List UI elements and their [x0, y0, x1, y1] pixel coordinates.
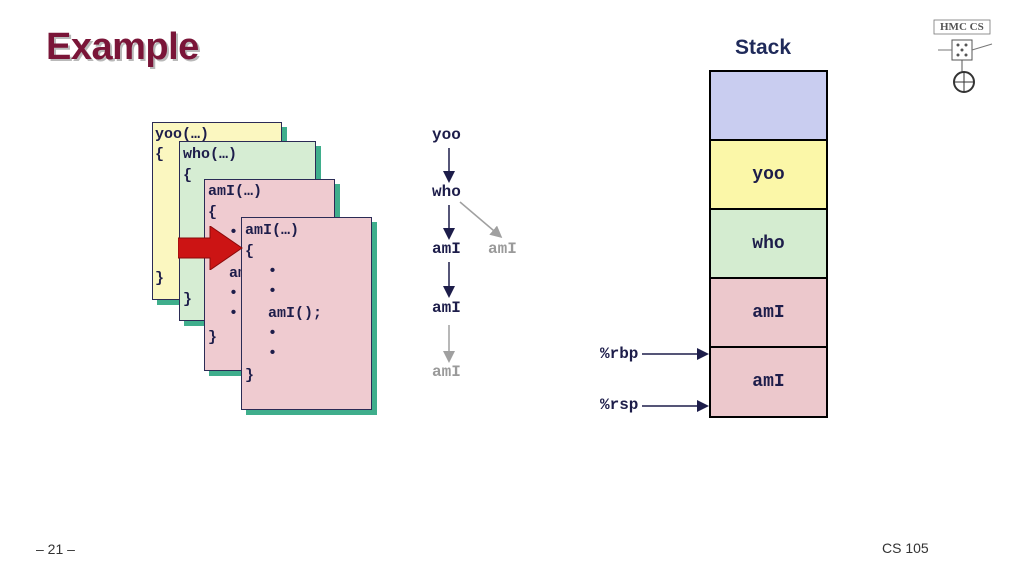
code-line: } — [155, 270, 165, 287]
stack-frame-label: yoo — [752, 164, 785, 185]
code-line: • — [229, 285, 239, 302]
code-line: amI(…) — [208, 183, 263, 200]
call-chain-arrows — [420, 140, 530, 370]
stack-frame-yoo: yoo — [709, 139, 828, 210]
code-line: • — [268, 325, 278, 342]
stack-label: Stack — [735, 36, 792, 59]
code-line: • — [229, 305, 239, 322]
stack-frame-ami-1: amI — [709, 277, 828, 348]
page-number: – 21 – — [36, 541, 75, 557]
code-line: { — [245, 243, 255, 260]
register-rsp-label: %rsp — [600, 396, 639, 414]
code-line: } — [208, 329, 218, 346]
stack-frame-who: who — [709, 208, 828, 279]
code-line: { — [155, 146, 165, 163]
course-label: CS 105 — [882, 540, 929, 556]
code-line: } — [183, 291, 193, 308]
chain-node-ami-future: amI — [432, 363, 461, 381]
code-line: • — [229, 224, 239, 241]
register-arrows — [640, 340, 712, 420]
code-line: • — [268, 345, 278, 362]
chain-node-who: who — [432, 183, 461, 201]
code-line: { — [183, 167, 193, 184]
code-line: who(…) — [183, 146, 238, 163]
code-line: { — [208, 204, 218, 221]
chain-node-yoo: yoo — [432, 126, 461, 144]
code-line: • — [268, 283, 278, 300]
chain-node-ami-1: amI — [432, 240, 461, 258]
register-rbp-label: %rbp — [600, 345, 639, 363]
svg-text:HMC CS: HMC CS — [940, 21, 984, 33]
chain-node-ami-returned: amI — [488, 240, 517, 258]
code-line: amI(); — [268, 305, 323, 322]
code-line: yoo(…) — [155, 126, 210, 143]
stack-frame-top — [709, 70, 828, 141]
slide-title: Example — [46, 26, 199, 68]
stack-frame-label: amI — [752, 372, 785, 392]
stack-frame-label: who — [752, 233, 785, 254]
stack-frame-ami-2: amI — [709, 346, 828, 418]
chain-node-ami-2: amI — [432, 299, 461, 317]
code-line: amI(…) — [245, 222, 300, 239]
code-card-ami-inner: amI(…) { • • amI(); • • } — [241, 217, 372, 410]
code-line: • — [268, 263, 278, 280]
current-call-arrow-icon — [177, 225, 248, 271]
stack-frame-label: amI — [752, 302, 785, 323]
hmc-cs-logo: HMC CS — [932, 14, 998, 96]
code-line: } — [245, 367, 255, 384]
